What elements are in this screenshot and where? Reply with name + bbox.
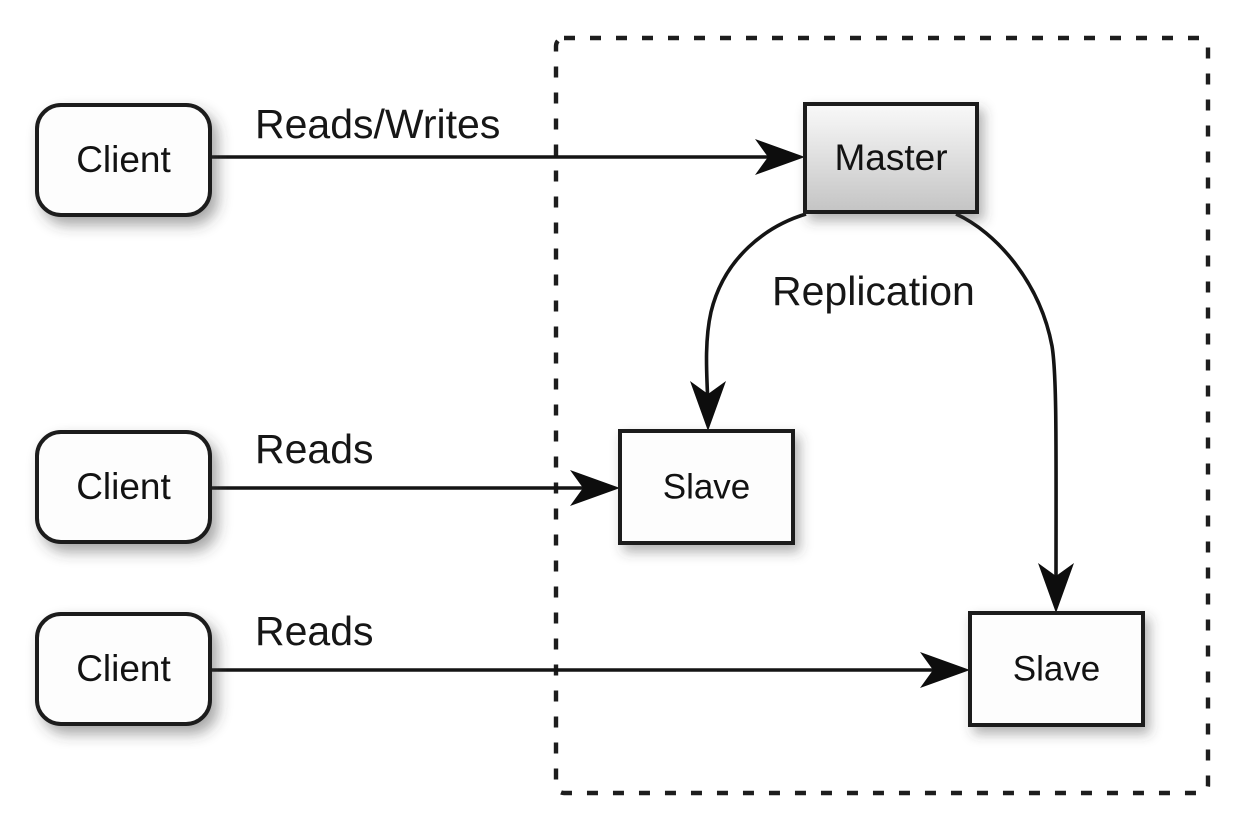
edge-label-replication: Replication (772, 268, 975, 314)
node-slave-2[interactable]: Slave (968, 611, 1145, 727)
arrowhead-icon (690, 381, 726, 431)
client-3-label: Client (76, 648, 171, 689)
node-slave-1[interactable]: Slave (618, 429, 795, 545)
arrowhead-icon (570, 470, 620, 506)
edge-client2-to-slave1 (210, 470, 620, 506)
replication-cluster-boundary (553, 35, 1211, 796)
client-3-box[interactable] (35, 612, 212, 726)
node-client-3[interactable]: Client (35, 612, 212, 726)
arrowhead-icon (755, 139, 805, 175)
edge-label-reads-writes: Reads/Writes (255, 101, 500, 147)
edge-label-reads-middle: Reads (255, 426, 374, 472)
node-master[interactable]: Master (803, 102, 979, 214)
edge-label-reads-bottom: Reads (255, 608, 374, 654)
client-2-label: Client (76, 466, 171, 507)
edge-master-to-slave1 (690, 212, 807, 431)
client-1-label: Client (76, 139, 171, 180)
edge-client3-to-slave2 (210, 652, 970, 688)
slave-2-box[interactable] (968, 611, 1145, 727)
client-1-box[interactable] (35, 103, 212, 217)
node-client-1[interactable]: Client (35, 103, 212, 217)
node-client-2[interactable]: Client (35, 430, 212, 544)
arrowhead-icon (1038, 563, 1074, 613)
client-2-box[interactable] (35, 430, 212, 544)
edge-client1-to-master (210, 139, 805, 175)
arrowhead-icon (920, 652, 970, 688)
slave-2-label: Slave (1013, 649, 1101, 688)
edge-master-to-slave2 (955, 212, 1074, 613)
slave-1-box[interactable] (618, 429, 795, 545)
slave-1-label: Slave (663, 467, 751, 506)
master-box[interactable] (803, 102, 979, 214)
master-label: Master (834, 137, 947, 178)
